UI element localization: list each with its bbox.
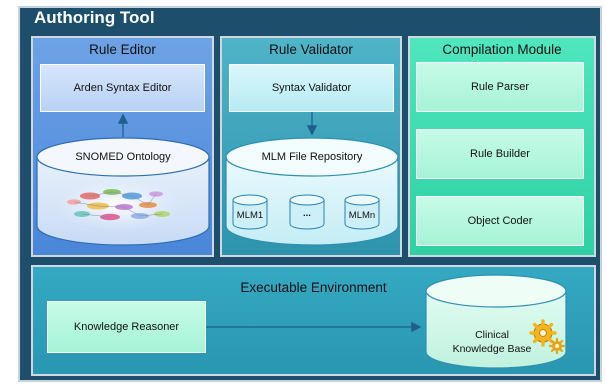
compilation-module-title: Compilation Module <box>442 42 562 57</box>
rule-validator-title: Rule Validator <box>269 42 353 57</box>
mlm-file-repository-label: MLM File Repository <box>261 151 363 163</box>
authoring-tool-title: Authoring Tool <box>34 8 155 27</box>
mlm1-label: MLM1 <box>236 210 264 221</box>
rule-parser-box: Rule Parser <box>416 62 584 112</box>
rule-builder-box: Rule Builder <box>416 129 584 179</box>
snomed-ontology-label: SNOMED Ontology <box>75 151 171 163</box>
clinical-kb-label-line1: Clinical <box>475 329 509 341</box>
knowledge-reasoner-box: Knowledge Reasoner <box>47 301 206 353</box>
arden-syntax-editor-box: Arden Syntax Editor <box>40 64 205 112</box>
mlm-ellipsis-label: ... <box>303 208 311 219</box>
object-coder-box: Object Coder <box>416 196 584 246</box>
clinical-kb-label-line2: Knowledge Base <box>452 343 532 355</box>
mlmn-label: MLMn <box>348 210 376 221</box>
executable-environment-title: Executable Environment <box>240 280 387 295</box>
syntax-validator-box: Syntax Validator <box>229 64 394 112</box>
rule-editor-title: Rule Editor <box>89 42 156 57</box>
